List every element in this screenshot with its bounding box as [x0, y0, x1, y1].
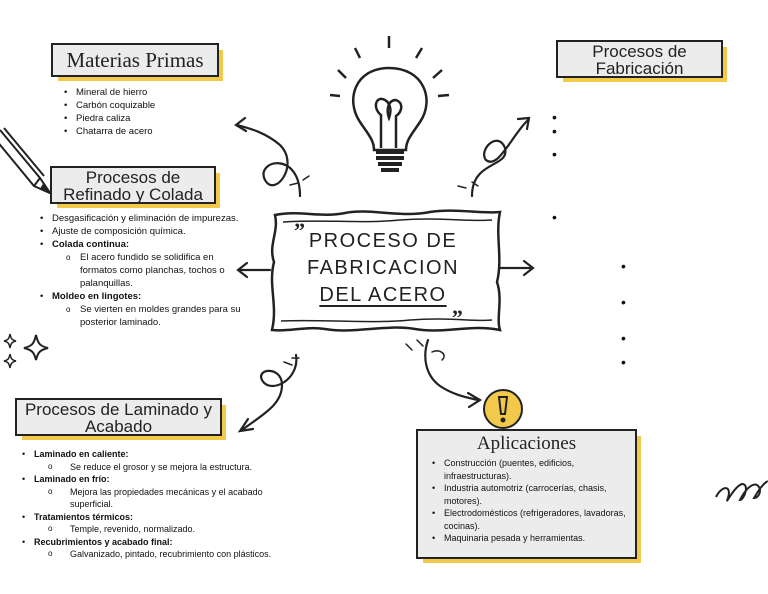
- refinado-list: Desgasificación y eliminación de impurez…: [38, 212, 244, 329]
- refinado-box: Procesos de Refinado y Colada: [50, 166, 220, 208]
- list-item: Mineral de hierro: [62, 86, 232, 99]
- fabricacion-title-line: Procesos de: [592, 42, 687, 61]
- list-item: Piedra caliza: [62, 112, 232, 125]
- list-item: Maquinaria pesada y herramientas.: [430, 532, 626, 545]
- center-title-line: FABRICACION: [306, 257, 460, 279]
- list-item: Chatarra de acero: [62, 125, 232, 138]
- refinado-title-line: Procesos de: [85, 168, 181, 187]
- list-subitem: El acero fundido se solidifica en format…: [38, 251, 244, 290]
- list-subitem: Se reduce el grosor y se mejora la estru…: [20, 461, 310, 474]
- svg-text:„: „: [452, 294, 463, 319]
- list-subitem: Galvanizado, pintado, recubrimiento con …: [20, 548, 310, 561]
- list-item: Desgasificación y eliminación de impurez…: [38, 212, 244, 225]
- list-item-heading: Tratamientos térmicos:: [34, 511, 134, 522]
- list-item: Electrodomésticos (refrigeradores, lavad…: [430, 507, 626, 532]
- list-item-heading: Laminado en caliente:: [34, 449, 129, 459]
- lightbulb-icon: [329, 36, 450, 172]
- materias-primas-title: Materias Primas: [66, 48, 204, 72]
- refinado-title-line: Refinado y Colada: [63, 185, 203, 204]
- list-item: Moldeo en lingotes:: [38, 290, 244, 303]
- center-title-line: PROCESO DE: [308, 230, 458, 252]
- list-subitem: Se vierten en moldes grandes para su pos…: [38, 303, 244, 329]
- empty-bullet: •: [621, 330, 626, 346]
- materias-primas-list: Mineral de hierro Carbón coquizable Pied…: [62, 86, 232, 138]
- svg-text:”: ”: [294, 218, 305, 243]
- list-item: Laminado en caliente:: [20, 448, 310, 461]
- empty-bullet: •: [621, 354, 626, 370]
- scribble-decoration: [715, 480, 768, 502]
- list-item: Recubrimientos y acabado final:: [20, 536, 310, 549]
- laminado-title-line: Procesos de Laminado y: [24, 400, 213, 419]
- laminado-title-line: Acabado: [84, 417, 153, 436]
- list-item-heading: Recubrimientos y acabado final:: [34, 536, 173, 547]
- arrow-connectors: [234, 116, 535, 433]
- list-subitem: Mejora las propiedades mecánicas y el ac…: [20, 486, 310, 511]
- laminado-list: Laminado en caliente: Se reduce el groso…: [20, 448, 310, 561]
- list-item: Construcción (puentes, edificios, infrae…: [430, 457, 626, 482]
- empty-bullet: •: [552, 123, 557, 139]
- aplicaciones-title: Aplicaciones: [476, 433, 577, 454]
- materias-primas-box: Materias Primas: [51, 43, 223, 81]
- list-item: Colada continua:: [38, 238, 244, 251]
- empty-bullet: •: [621, 294, 626, 310]
- empty-bullet: •: [552, 146, 557, 162]
- aplicaciones-list: Construcción (puentes, edificios, infrae…: [430, 457, 626, 545]
- list-item-heading: Colada continua:: [52, 239, 130, 250]
- fabricacion-box: Procesos de Fabricación: [556, 40, 727, 82]
- alert-icon: [483, 389, 523, 429]
- pencil-icon: [0, 127, 53, 196]
- center-title: PROCESO DE FABRICACION DEL ACERO: [296, 228, 470, 309]
- list-item: Laminado en frío:: [20, 473, 310, 486]
- empty-bullet: •: [552, 209, 557, 225]
- list-item: Tratamientos térmicos:: [20, 511, 310, 524]
- list-item-heading: Moldeo en lingotes:: [52, 291, 142, 302]
- center-title-line: DEL ACERO: [319, 284, 447, 306]
- list-item-heading: Laminado en frío:: [34, 474, 110, 484]
- list-subitem: Temple, revenido, normalizado.: [20, 523, 310, 536]
- laminado-box: Procesos de Laminado y Acabado: [15, 398, 226, 440]
- list-item: Industria automotriz (carrocerías, chasi…: [430, 482, 626, 507]
- aplicaciones-box: Aplicaciones Construcción (puentes, edif…: [416, 429, 641, 563]
- center-frame: ” „: [270, 209, 502, 332]
- list-item: Ajuste de composición química.: [38, 225, 244, 238]
- list-item: Carbón coquizable: [62, 99, 232, 112]
- sparkle-icon: [3, 333, 49, 369]
- fabricacion-title-line: Fabricación: [595, 59, 684, 78]
- empty-bullet: •: [621, 258, 626, 274]
- empty-bullet: •: [552, 109, 557, 125]
